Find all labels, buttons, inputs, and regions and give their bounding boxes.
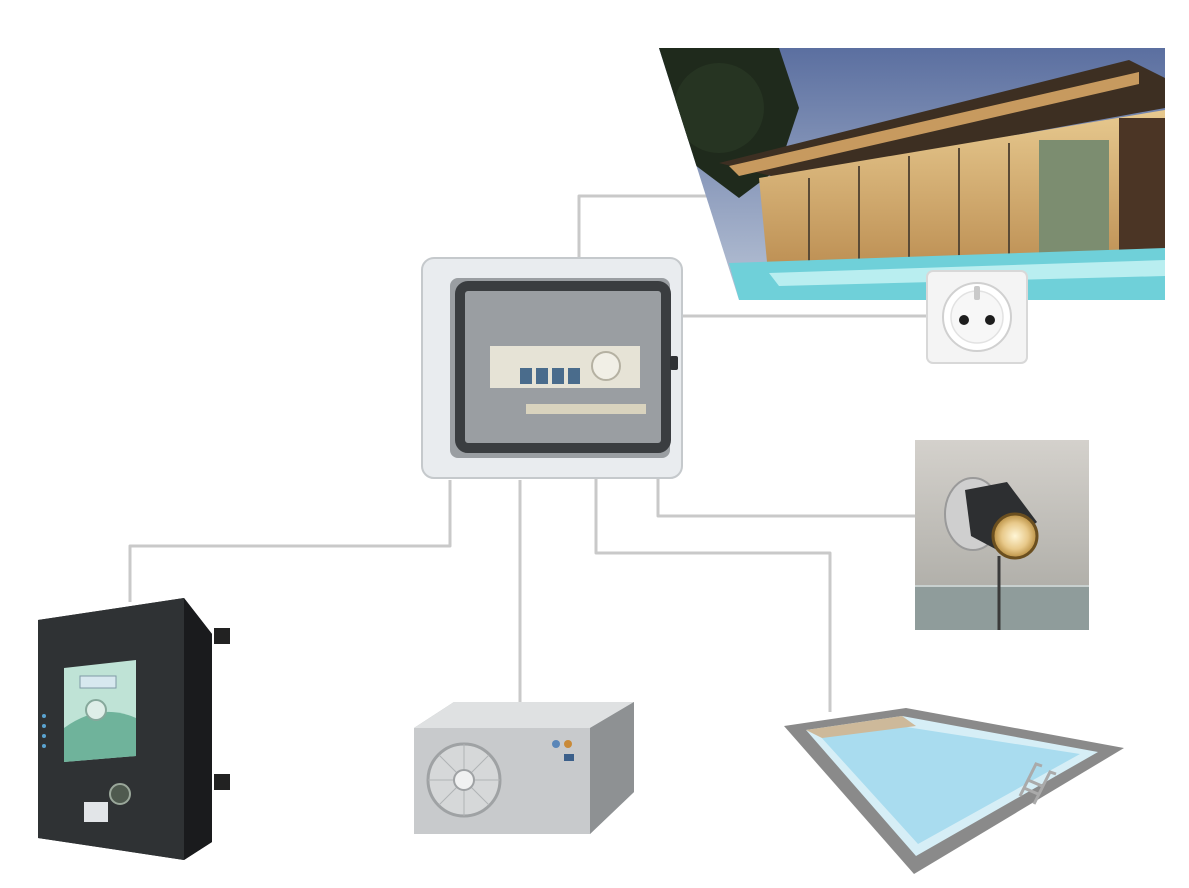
- heat-pump: [414, 702, 634, 834]
- cable-to-controller: [128, 480, 452, 602]
- status-led-orange: [564, 740, 572, 748]
- mount-bracket-bottom: [214, 774, 230, 790]
- earth-pin-icon: [974, 286, 980, 300]
- brand-badge: [564, 754, 574, 761]
- socket-hole-right: [985, 315, 995, 325]
- pool-cover-slats: [806, 716, 916, 738]
- electrical-cabinet: [420, 256, 686, 482]
- brand-logo: [84, 802, 108, 822]
- socket-hole-left: [959, 315, 969, 325]
- house-photo: [659, 48, 1165, 300]
- cabinet-socket-icon: [591, 351, 621, 381]
- swimming-pool: [784, 708, 1126, 874]
- status-led-blue: [552, 740, 560, 748]
- pool-ladder-icon: [1018, 762, 1057, 805]
- lcd-display: [79, 675, 117, 689]
- power-button-icon: [109, 783, 131, 805]
- cable-to-pool-light: [656, 460, 916, 518]
- cable-to-pool: [594, 472, 832, 712]
- navigation-keypad-icon: [85, 699, 107, 721]
- pool-controller: [34, 598, 234, 860]
- power-socket: [926, 270, 1028, 364]
- pool-light: [915, 440, 1089, 630]
- status-leds: [42, 714, 46, 748]
- cabinet-latch: [670, 356, 678, 370]
- mount-bracket-top: [214, 628, 230, 644]
